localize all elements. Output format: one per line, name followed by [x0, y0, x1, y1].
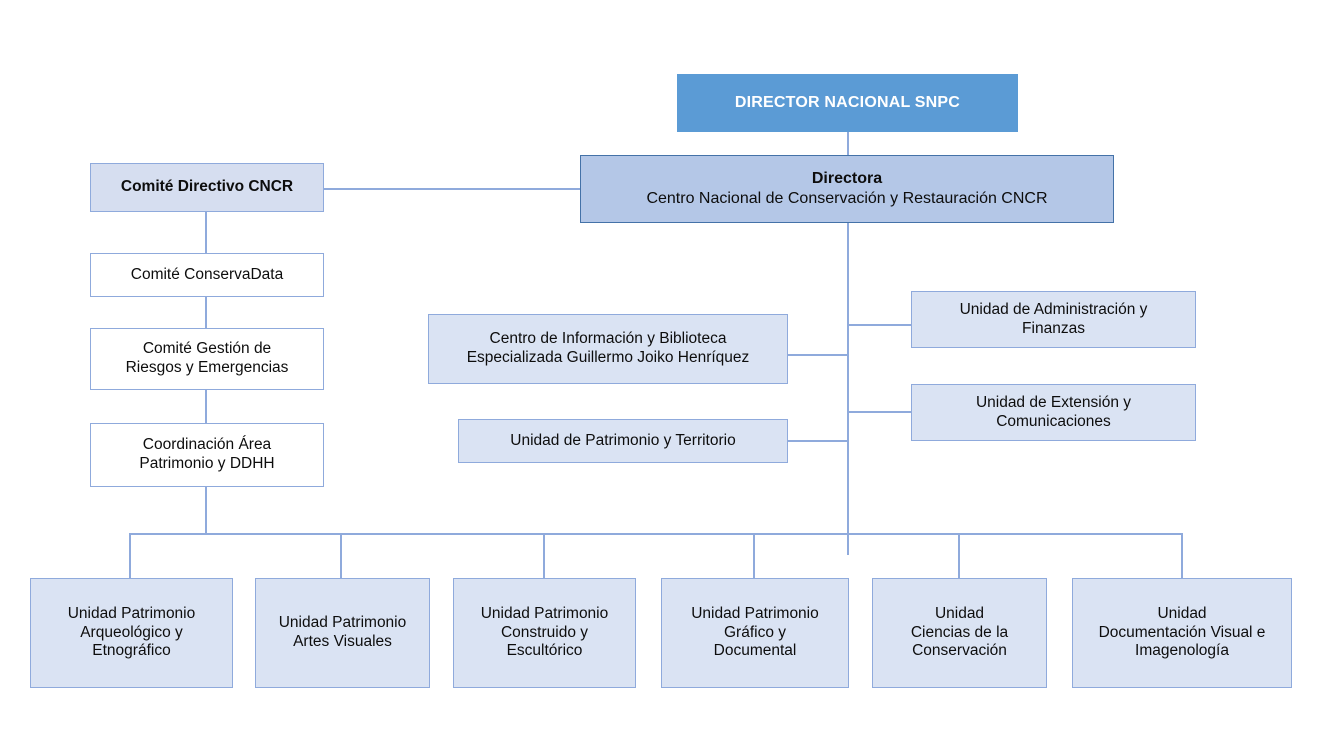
- node-artes-visuales-line1: Unidad Patrimonio: [278, 614, 407, 632]
- node-unidad-patrimonio-grafico[interactable]: Unidad Patrimonio Gráfico y Documental: [661, 578, 849, 688]
- connector-distribution-bar: [129, 533, 1183, 535]
- connector-bar-drop-6: [1181, 533, 1183, 578]
- node-unidad-patrimonio-territorio-label: Unidad de Patrimonio y Territorio: [510, 431, 736, 449]
- node-arqueologico-line2: Arqueológico y: [80, 623, 183, 641]
- node-comite-riesgos-line1: Comité Gestión de: [142, 340, 272, 358]
- node-comite-conservadata[interactable]: Comité ConservaData: [90, 253, 324, 297]
- node-unidad-administracion-finanzas[interactable]: Unidad de Administración y Finanzas: [911, 291, 1196, 348]
- node-coordinacion-line2: Patrimonio y DDHH: [139, 455, 275, 472]
- connector-root-to-directora: [847, 131, 849, 156]
- node-grafico-line1: Unidad Patrimonio: [691, 604, 819, 622]
- node-ciencias-line2: Ciencias de la: [910, 623, 1009, 641]
- node-documentacion-line1: Unidad: [1157, 604, 1207, 622]
- node-construido-line1: Unidad Patrimonio: [480, 604, 609, 622]
- connector-bar-drop-3: [543, 533, 545, 578]
- connector-bar-drop-5: [958, 533, 960, 578]
- node-directora-line2: Centro Nacional de Conservación y Restau…: [646, 190, 1048, 207]
- node-grafico-line2: Gráfico y: [723, 623, 786, 641]
- connector-directora-to-comite-directivo: [323, 188, 581, 190]
- node-extension-line2: Comunicaciones: [996, 412, 1111, 430]
- node-grafico-line3: Documental: [713, 642, 797, 660]
- node-coordinacion-patrimonio-ddhh[interactable]: Coordinación Área Patrimonio y DDHH: [90, 423, 324, 487]
- node-documentacion-line2: Documentación Visual e: [1098, 623, 1266, 641]
- node-director-nacional-snpc-label: DIRECTOR NACIONAL SNPC: [734, 94, 961, 112]
- connector-coordinacion-to-bar: [205, 487, 207, 534]
- node-directora-line1: Directora: [811, 170, 883, 188]
- node-extension-line1: Unidad de Extensión y: [975, 393, 1132, 411]
- connector-riesgos-to-coordinacion: [205, 390, 207, 423]
- node-ciencias-line1: Unidad: [934, 604, 985, 622]
- connector-spine-main: [847, 222, 849, 555]
- node-director-nacional-snpc[interactable]: DIRECTOR NACIONAL SNPC: [677, 74, 1018, 132]
- node-centro-informacion-line2: Especializada Guillermo Joiko Henríquez: [466, 349, 750, 366]
- node-centro-informacion-biblioteca[interactable]: Centro de Información y Biblioteca Espec…: [428, 314, 788, 384]
- connector-spine-to-centro-informacion: [787, 354, 849, 356]
- node-coordinacion-line1: Coordinación Área: [142, 436, 272, 454]
- node-unidad-ciencias-conservacion[interactable]: Unidad Ciencias de la Conservación: [872, 578, 1047, 688]
- connector-spine-to-administracion: [847, 324, 912, 326]
- node-administracion-line1: Unidad de Administración y: [959, 300, 1148, 318]
- node-construido-line3: Escultórico: [506, 642, 583, 660]
- connector-conservadata-to-riesgos: [205, 296, 207, 328]
- connector-spine-to-patrimonio-territorio: [787, 440, 849, 442]
- node-documentacion-line3: Imagenología: [1135, 642, 1229, 660]
- node-comite-directivo-label: Comité Directivo CNCR: [120, 178, 294, 196]
- connector-comite-directivo-to-conservadata: [205, 211, 207, 253]
- node-comite-riesgos-line2: Riesgos y Emergencias: [125, 359, 289, 376]
- connector-bar-drop-2: [340, 533, 342, 578]
- connector-bar-drop-1: [129, 533, 131, 578]
- node-centro-informacion-line1: Centro de Información y Biblioteca: [489, 330, 727, 348]
- node-unidad-patrimonio-arqueologico[interactable]: Unidad Patrimonio Arqueológico y Etnográ…: [30, 578, 233, 688]
- node-artes-visuales-line2: Artes Visuales: [293, 633, 392, 650]
- node-construido-line2: Construido y: [500, 623, 588, 641]
- node-administracion-line2: Finanzas: [1022, 319, 1085, 337]
- node-unidad-documentacion-visual[interactable]: Unidad Documentación Visual e Imagenolog…: [1072, 578, 1292, 688]
- node-unidad-extension-comunicaciones[interactable]: Unidad de Extensión y Comunicaciones: [911, 384, 1196, 441]
- node-directora-cncr[interactable]: Directora Centro Nacional de Conservació…: [580, 155, 1114, 223]
- connector-spine-to-extension: [847, 411, 912, 413]
- node-comite-gestion-riesgos[interactable]: Comité Gestión de Riesgos y Emergencias: [90, 328, 324, 390]
- node-arqueologico-line1: Unidad Patrimonio: [67, 604, 196, 622]
- node-arqueologico-line3: Etnográfico: [92, 642, 171, 660]
- node-unidad-patrimonio-artes-visuales[interactable]: Unidad Patrimonio Artes Visuales: [255, 578, 430, 688]
- node-unidad-patrimonio-territorio[interactable]: Unidad de Patrimonio y Territorio: [458, 419, 788, 463]
- node-comite-directivo-cncr[interactable]: Comité Directivo CNCR: [90, 163, 324, 212]
- node-ciencias-line3: Conservación: [912, 642, 1007, 660]
- node-unidad-patrimonio-construido[interactable]: Unidad Patrimonio Construido y Escultóri…: [453, 578, 636, 688]
- connector-bar-drop-4: [753, 533, 755, 578]
- node-comite-conservadata-label: Comité ConservaData: [130, 265, 284, 283]
